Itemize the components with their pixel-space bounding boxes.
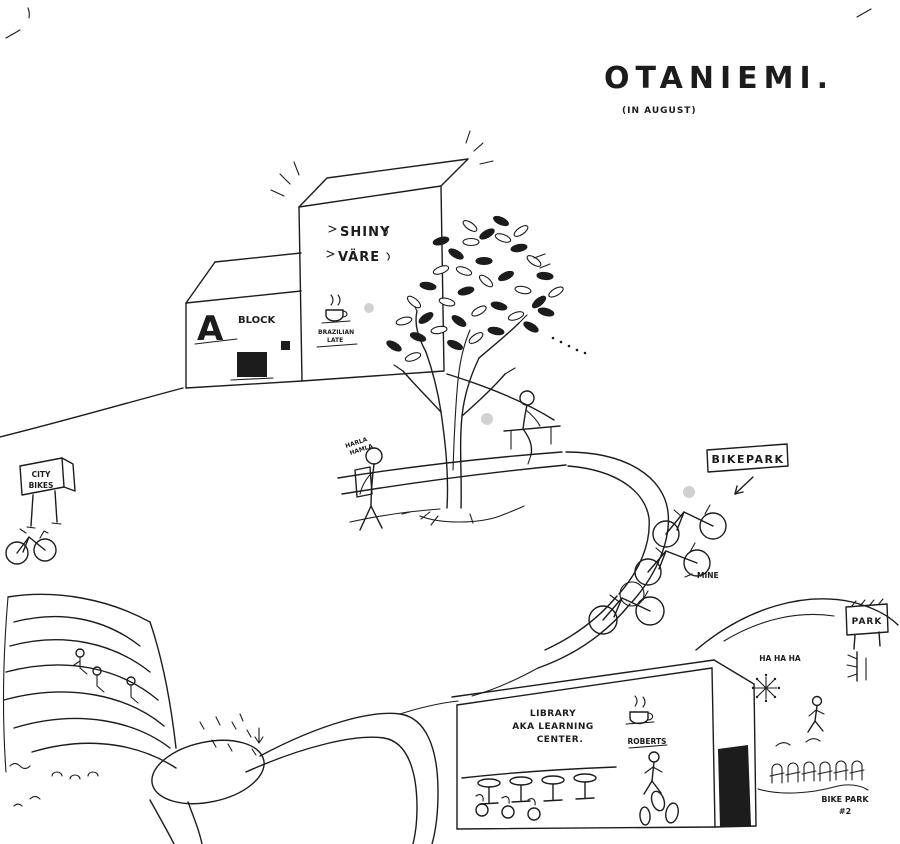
roberts-cafe: ROBERTS [625,695,668,749]
laughter: HA HA HA [751,654,801,703]
parked-bikes: MINE [588,504,727,635]
bike-park-2-label-line1: BIKE PARK [821,795,869,804]
bench-figure [503,390,561,465]
library-figure [643,751,663,795]
city-bikes-label-line1: CITY [32,470,51,479]
a-block-label: BLOCK [238,315,276,326]
library-label-line1: LIBRARY [530,709,576,719]
vare-label-line2: VÄRE [338,249,380,265]
map-subtitle: (IN AUGUST) [622,106,697,116]
bike-3 [588,581,665,635]
steam-icon [634,695,638,707]
steam-icon [330,294,334,306]
library-label-line2: AKA LEARNING [512,722,594,732]
city-bikes-station: CITY BIKES [5,457,76,565]
window [281,341,290,350]
bike-2 [634,542,711,586]
map-title: OTANIEMI. [604,61,834,96]
amphitheatre [2,593,265,807]
tree [386,215,587,526]
coffee-cup-icon [629,711,649,725]
sprinkler-burst-icon [751,673,781,703]
library-label-line3: CENTER. [537,735,584,745]
door [237,352,267,377]
city-bikes-label-line2: BIKES [29,481,54,490]
walker-figure: HARLA HAMLA [344,436,383,531]
marker-dots [364,303,695,498]
brazilian-cafe: BRAZILIAN LATE [316,294,358,348]
bar-stools [477,773,597,805]
title-block: OTANIEMI. (IN AUGUST) [604,61,834,116]
bike-1 [652,504,727,548]
bikepark-sign: BIKEPARK [706,443,789,495]
stage [151,739,265,805]
vare-label-line1: SHINY [340,225,390,240]
bikepark-label: BIKEPARK [711,453,784,466]
bench [503,425,561,432]
bean-bags [639,790,679,826]
backpack [354,466,373,498]
hanging-lamps [475,794,541,821]
bike-park-2: BIKE PARK #2 [757,760,869,816]
a-block-building: A BLOCK [185,252,303,389]
laugh-label: HA HA HA [759,654,801,663]
tree-base-grass [401,505,525,526]
corner-squiggles [9,762,41,807]
roberts-label: ROBERTS [628,737,667,746]
down-arrow-icon [254,727,264,744]
counter [461,766,617,779]
bicycle-icon [5,528,57,565]
cafe-label-line2: LATE [327,337,343,344]
coffee-cup-icon [325,309,344,322]
dark-entrance-pillar [718,745,751,827]
small-figure-right [775,695,825,747]
walker-label: HARLA HAMLA [344,436,374,457]
arrow-down-left-icon [734,476,754,495]
grass-ticks [199,713,264,756]
bike-park-2-label-line2: #2 [839,807,851,816]
bike-rack-row [769,760,865,784]
sapling-doodle [846,651,867,682]
mine-pointer [684,573,693,578]
tree-canopy [386,215,564,362]
park-sign: PARK [845,598,889,650]
vare-building: SHINY VÄRE [270,130,494,382]
library-building: LIBRARY AKA LEARNING CENTER. ROBERTS [451,659,757,830]
audience-figures [51,648,139,780]
cafe-label-line1: BRAZILIAN [318,329,354,336]
shine-marks [270,130,494,197]
paths-and-roads [0,373,899,844]
mine-label: MINE [697,571,719,580]
park-label: PARK [852,617,883,627]
corner-marks [5,7,872,39]
